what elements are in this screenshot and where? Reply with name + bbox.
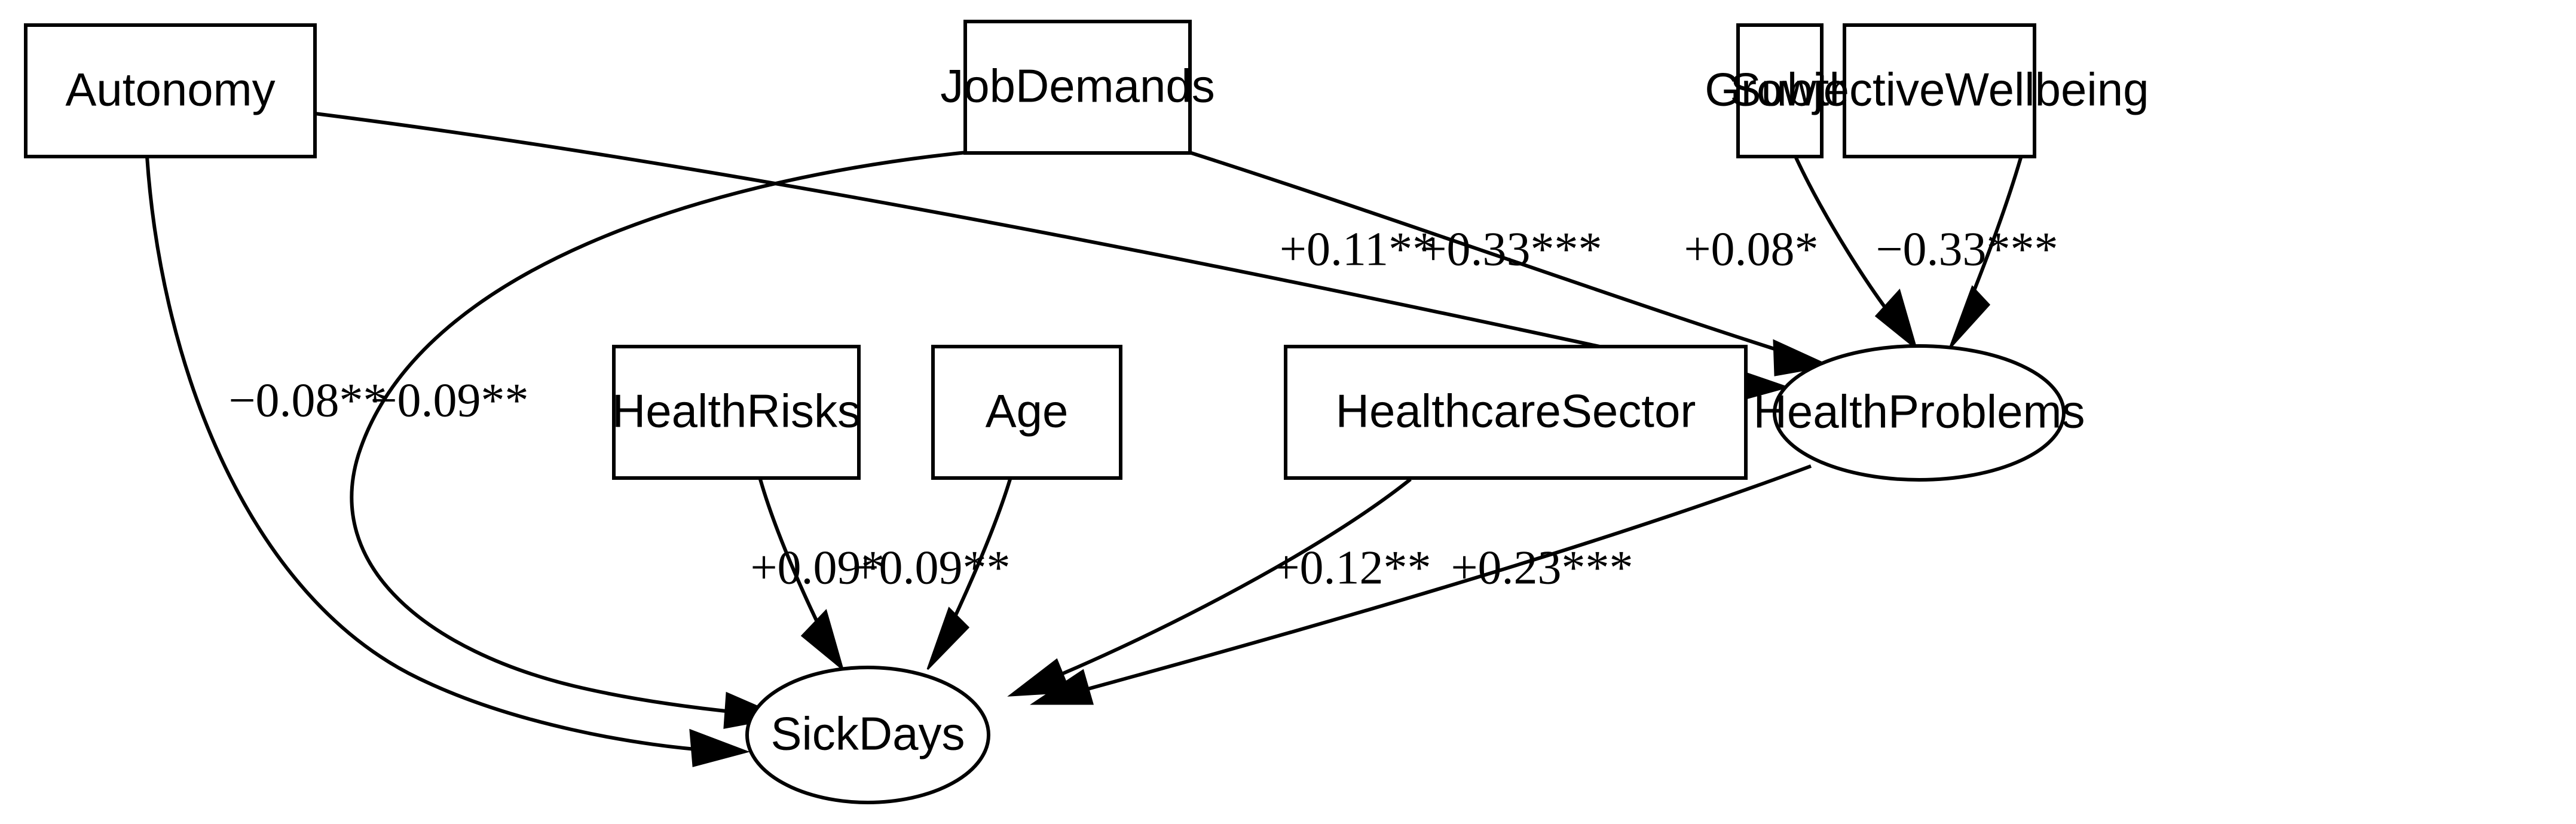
node-label-autonomy: Autonomy <box>65 63 275 116</box>
node-label-age: Age <box>986 385 1069 437</box>
node-label-healthproblems: HealthProblems <box>1754 385 2085 438</box>
node-sickdays[interactable]: SickDays <box>745 666 990 804</box>
arrowhead-icon <box>1007 658 1072 697</box>
arrowhead-icon <box>689 728 750 767</box>
node-growth[interactable]: Growth <box>1705 23 1855 158</box>
edge-label-age-sickdays: +0.09** <box>852 541 1010 594</box>
node-label-jobdemands: JobDemands <box>940 60 1215 112</box>
edge-growth-healthproblems[interactable]: +0.08* <box>1684 157 1918 351</box>
edge-line <box>145 156 730 753</box>
edge-line <box>1050 464 1812 701</box>
node-label-sickdays: SickDays <box>770 707 965 760</box>
edge-line <box>1026 477 1412 690</box>
node-label-healthrisks: HealthRisks <box>612 385 861 437</box>
edge-autonomy-sickdays[interactable]: −0.08** <box>145 156 750 767</box>
node-shape-rect <box>24 23 317 158</box>
edge-age-sickdays[interactable]: +0.09** <box>852 479 1012 670</box>
edge-healthproblems-sickdays[interactable]: +0.23*** <box>1030 464 1812 705</box>
node-subjectivewellbeing[interactable]: SubjectiveWellbeing <box>1730 23 2149 158</box>
edge-line <box>1189 151 1815 363</box>
edge-jobdemands-healthproblems[interactable]: +0.33*** <box>1189 151 1832 376</box>
edge-label-healthproblems-sickdays: +0.23*** <box>1451 541 1633 594</box>
node-label-growth: Growth <box>1705 63 1855 116</box>
node-label-healthcaresector: HealthcareSector <box>1336 385 1696 437</box>
node-autonomy[interactable]: Autonomy <box>24 23 317 158</box>
node-shape-ellipse <box>1773 344 2066 482</box>
edge-label-autonomy-healthproblems: +0.11** <box>1280 223 1436 275</box>
node-shape-rect <box>1284 345 1748 480</box>
node-healthrisks[interactable]: HealthRisks <box>612 345 861 480</box>
arrowhead-icon <box>800 609 845 672</box>
node-shape-rect <box>963 20 1192 155</box>
node-shape-rect <box>1736 23 1824 158</box>
node-shape-rect <box>931 345 1122 480</box>
edge-subjectivewellbeing-healthproblems[interactable]: −0.33*** <box>1876 157 2058 350</box>
edge-label-growth-healthproblems: +0.08* <box>1684 223 1818 275</box>
edge-healthrisks-sickdays[interactable]: +0.09* <box>750 479 885 672</box>
edge-healthcaresector-sickdays[interactable]: +0.12** <box>1007 477 1431 697</box>
edge-label-autonomy-sickdays: −0.08** <box>228 374 387 427</box>
node-shape-ellipse <box>745 666 990 804</box>
node-shape-rect <box>1843 23 2036 158</box>
edge-label-subjectivewellbeing-healthproblems: −0.33*** <box>1876 223 2058 275</box>
arrowhead-icon <box>1874 289 1918 351</box>
node-label-subjectivewellbeing: SubjectiveWellbeing <box>1730 63 2149 116</box>
edge-line <box>350 151 967 716</box>
arrowhead-icon <box>1030 669 1094 705</box>
arrowhead-icon <box>1948 285 1991 350</box>
node-shape-rect <box>612 345 861 480</box>
edge-label-healthcaresector-sickdays: +0.12** <box>1272 541 1431 594</box>
arrowhead-icon <box>926 606 970 670</box>
node-healthcaresector[interactable]: HealthcareSector <box>1284 345 1748 480</box>
node-jobdemands[interactable]: JobDemands <box>940 20 1215 155</box>
edge-label-jobdemands-sickdays: −0.09** <box>370 374 528 427</box>
node-age[interactable]: Age <box>931 345 1122 480</box>
edge-label-healthrisks-sickdays: +0.09* <box>750 541 885 594</box>
edge-label-jobdemands-healthproblems: +0.33*** <box>1419 223 1602 275</box>
node-healthproblems[interactable]: HealthProblems <box>1754 344 2085 482</box>
